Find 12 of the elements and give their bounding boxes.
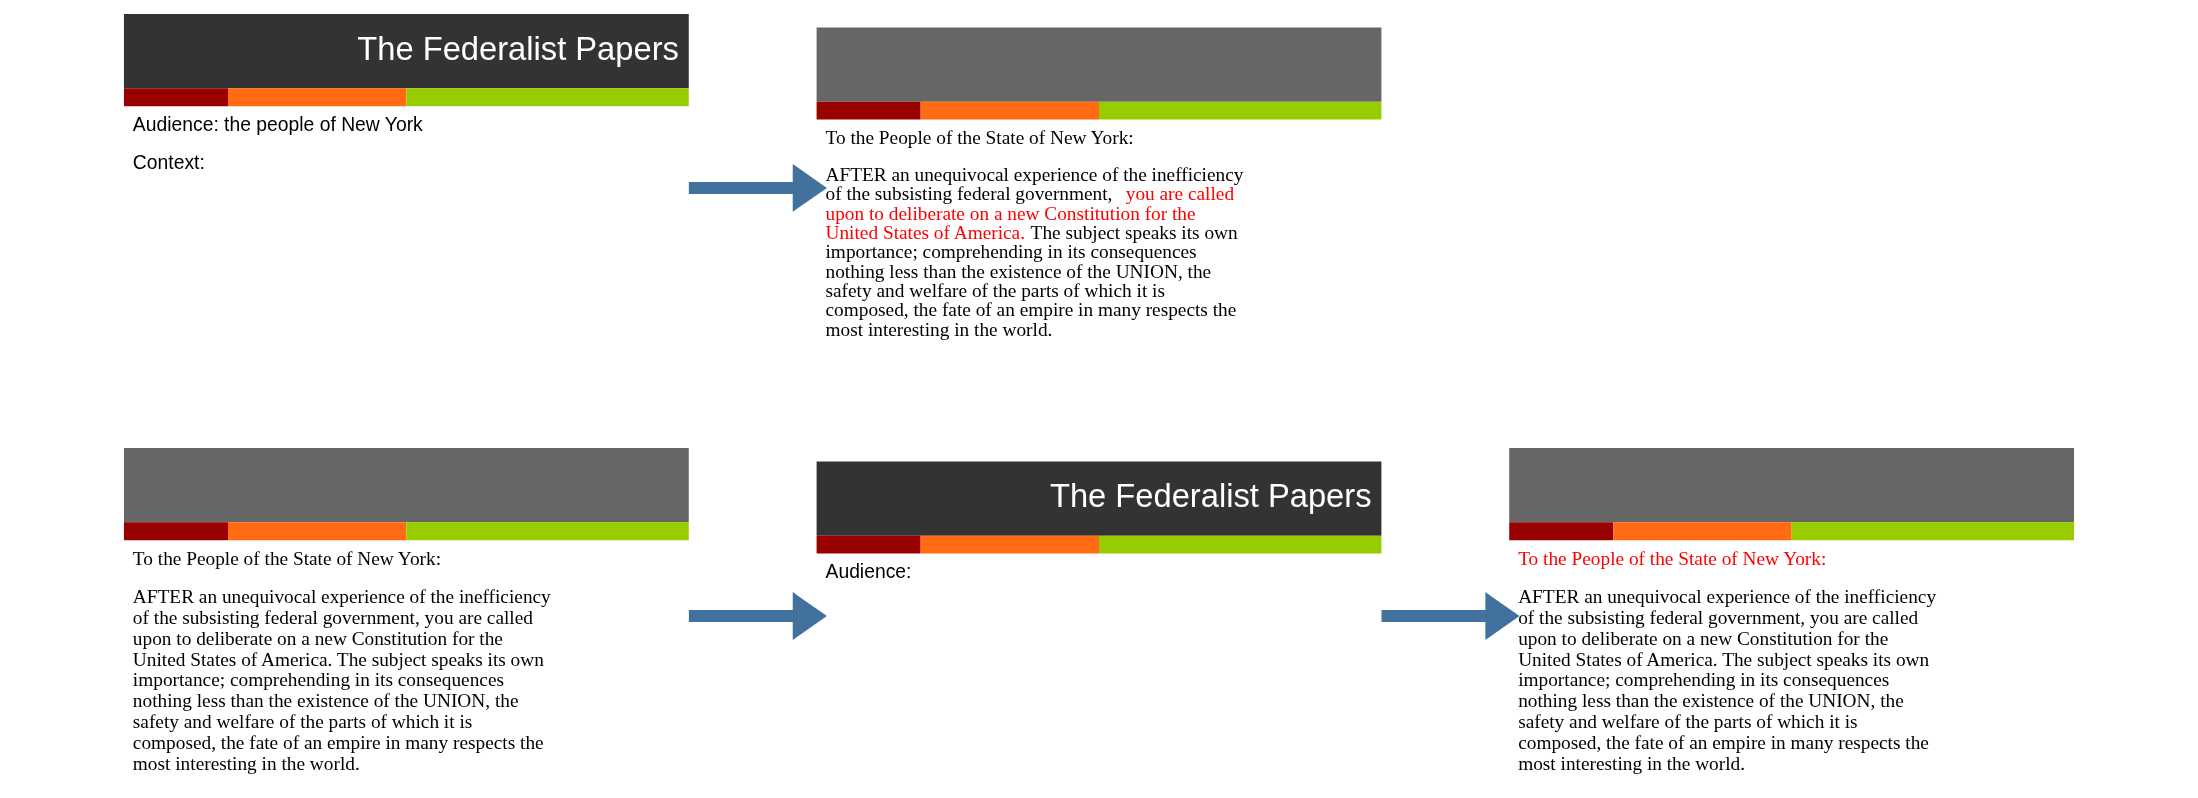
node-label: To the People of the State of New York: (825, 126, 1134, 148)
arrow (688, 164, 827, 212)
node-label: AFTER an unequivocal experience of the inefficiency of the subsisting federal government, you are called upon to deliberate on a new Constitution for the United States of America. The subject speaks its own importance; comprehending in its consequences nothing less than the existence of the UNION, the safety and welfare of the parts of which it is composed, the fate of an empire in many respects the most interesting in the world. (825, 164, 1244, 340)
arrow (688, 592, 827, 640)
node-label: To the People of the State of New York: (132, 547, 441, 569)
arrow (1381, 592, 1520, 640)
node-label: Audience: (825, 560, 912, 582)
node-label: Context: (132, 152, 205, 174)
node-label: AFTER an unequivocal experience of the inefficiency of the subsisting federal government, you are called upon to deliberate on a new Constitution for the United States of America. The subject speaks its own importance; comprehending in its consequences nothing less than the existence of the UNION, the safety and welfare of the parts of which it is composed, the fate of an empire in many respects the most interesting in the world. (1518, 586, 1937, 774)
node-label: To the People of the State of New York: (1518, 547, 1827, 569)
node-label: Audience: the people of New York (132, 113, 423, 135)
node-label: AFTER an unequivocal experience of the inefficiency of the subsisting federal government, you are called upon to deliberate on a new Constitution for the United States of America. The subject speaks its own importance; comprehending in its consequences nothing less than the existence of the UNION, the safety and welfare of the parts of which it is composed, the fate of an empire in many respects the most interesting in the world. (132, 586, 551, 774)
